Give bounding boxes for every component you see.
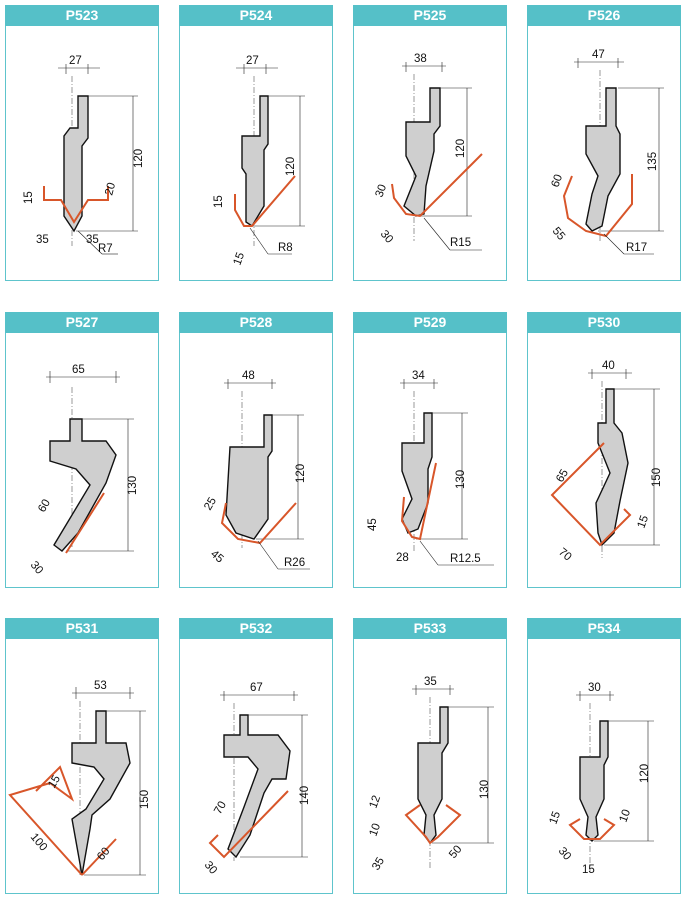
dim-1: 70 [212,799,229,816]
dim-4: 15 [582,864,595,876]
dim-4: 35 [86,234,99,246]
tool-card-p530: P530 40 150 65 70 15 [527,312,681,588]
dim-2: 15 [232,251,248,267]
dim-1: 60 [550,173,566,189]
dim-width: 27 [246,55,259,67]
tool-code: P524 [179,5,333,26]
tool-card-p529: P529 34 130 45 28 R12.5 [353,312,507,588]
dim-2: 10 [618,808,634,824]
dim-width: 65 [72,364,85,376]
dim-radius: R17 [626,242,647,254]
dim-1: 25 [202,495,219,512]
dim-width: 67 [250,682,263,694]
tool-code: P529 [353,312,507,333]
dim-3: 35 [370,855,387,872]
tool-code: P525 [353,5,507,26]
dim-width: 38 [414,53,427,65]
tool-card-p532: P532 67 140 70 30 [179,618,333,894]
dim-1: 65 [554,467,571,484]
dim-3: 30 [556,845,573,863]
dim-2: 55 [550,225,567,243]
tool-drawing: 67 140 70 30 [202,682,311,877]
tool-drawing: 65 130 60 30 [28,364,139,577]
tool-drawing: 27 120 15 15 R8 [213,55,305,267]
dim-height: 120 [133,149,145,168]
dim-height: 130 [479,780,491,799]
dim-height: 130 [455,470,467,489]
dim-width: 27 [69,55,82,67]
dim-height: 150 [651,468,663,487]
dim-2: 10 [368,822,384,838]
dim-radius: R7 [98,243,113,255]
tool-card-p531: P531 53 150 15 100 60 [5,618,159,894]
dim-1: 60 [36,497,53,514]
dim-3: 35 [36,234,49,246]
dim-height: 120 [285,157,297,176]
dim-width: 47 [592,49,605,61]
tool-code: P530 [527,312,681,333]
tool-code: P528 [179,312,333,333]
dim-3: 15 [636,514,652,530]
tool-code: P533 [353,618,507,639]
dim-height: 140 [299,786,311,805]
tool-card-p525: P525 38 120 30 30 R15 [353,5,507,281]
dim-radius: R12.5 [450,553,481,565]
dim-1: 15 [46,773,63,790]
dim-height: 120 [295,464,307,483]
tool-drawing: 38 120 30 30 R15 [374,53,483,251]
dim-2: 30 [28,559,45,577]
dim-width: 53 [94,680,107,692]
dim-width: 40 [602,360,615,372]
dim-4: 50 [447,843,464,861]
tool-card-p534: P534 30 120 15 10 30 15 [527,618,681,894]
dim-1: 30 [374,183,390,199]
dim-height: 120 [455,139,467,158]
tool-card-p526: P526 47 135 60 55 R17 [527,5,681,281]
dim-width: 35 [424,676,437,688]
dim-2: 70 [556,546,574,563]
dim-radius: R15 [450,237,471,249]
tool-drawing: 27 120 15 20 35 35 R7 [23,55,145,255]
tool-drawing: 53 150 15 100 60 [8,680,151,876]
dim-3: 60 [95,845,112,863]
dim-1: 15 [548,810,564,826]
dim-2: 20 [103,181,118,196]
dim-2: 45 [208,548,226,565]
dim-1: 45 [367,518,379,531]
tool-card-p528: P528 48 120 25 45 R26 [179,312,333,588]
dim-2: 28 [396,552,409,564]
dim-width: 48 [242,370,255,382]
tool-code: P523 [5,5,159,26]
dim-width: 34 [412,370,425,382]
dim-radius: R26 [284,557,305,569]
tool-code: P534 [527,618,681,639]
tool-drawing: 34 130 45 28 R12.5 [367,370,494,566]
tool-card-p523: P523 27 120 15 20 35 35 R7 [5,5,159,281]
dim-height: 120 [639,764,651,783]
dim-2: 30 [378,228,395,246]
tool-code: P527 [5,312,159,333]
tool-card-p527: P527 65 130 60 30 [5,312,159,588]
dim-height: 130 [127,476,139,495]
dim-1: 15 [213,195,225,208]
dim-1: 15 [23,191,35,204]
tool-drawing: 35 130 12 10 35 50 [368,676,494,873]
tool-code: P531 [5,618,159,639]
tool-drawing: 48 120 25 45 R26 [202,370,310,570]
tool-code: P526 [527,5,681,26]
dim-1: 12 [368,794,384,810]
tool-drawing: 40 150 65 70 15 [550,360,663,564]
tool-card-p533: P533 35 130 12 10 35 50 [353,618,507,894]
tool-code: P532 [179,618,333,639]
tool-card-p524: P524 27 120 15 15 R8 [179,5,333,281]
dim-2: 30 [202,859,219,877]
dim-height: 135 [647,152,659,171]
dim-width: 30 [588,682,601,694]
dim-height: 150 [139,790,151,809]
tool-drawing: 47 135 60 55 R17 [550,49,664,255]
tool-drawing: 30 120 15 10 30 15 [548,682,654,876]
dim-radius: R8 [278,242,293,254]
